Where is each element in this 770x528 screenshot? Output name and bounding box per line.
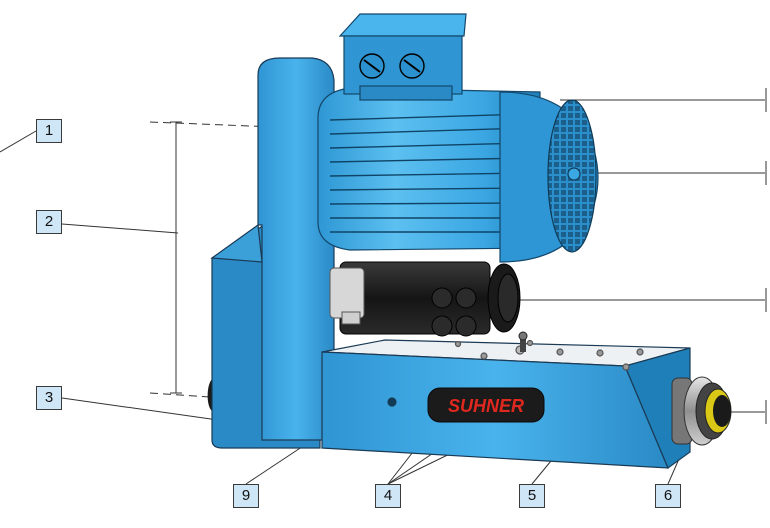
brand-plate [427, 387, 545, 423]
clamp-lever [518, 331, 528, 352]
terminal-box [338, 13, 467, 101]
callout-4: 4 [375, 484, 401, 508]
callout-1: 1 [36, 119, 62, 143]
callout-2: 2 [36, 210, 62, 234]
column-housing [210, 57, 335, 449]
callout-9: 9 [233, 484, 259, 508]
callout-5: 5 [519, 484, 545, 508]
spindle-nose [671, 376, 732, 446]
main-motor [317, 87, 599, 263]
callout-3: 3 [36, 386, 62, 410]
brand-logo-text: SUHNER [448, 396, 524, 416]
callout-6: 6 [655, 484, 681, 508]
servo-motor [329, 261, 521, 337]
